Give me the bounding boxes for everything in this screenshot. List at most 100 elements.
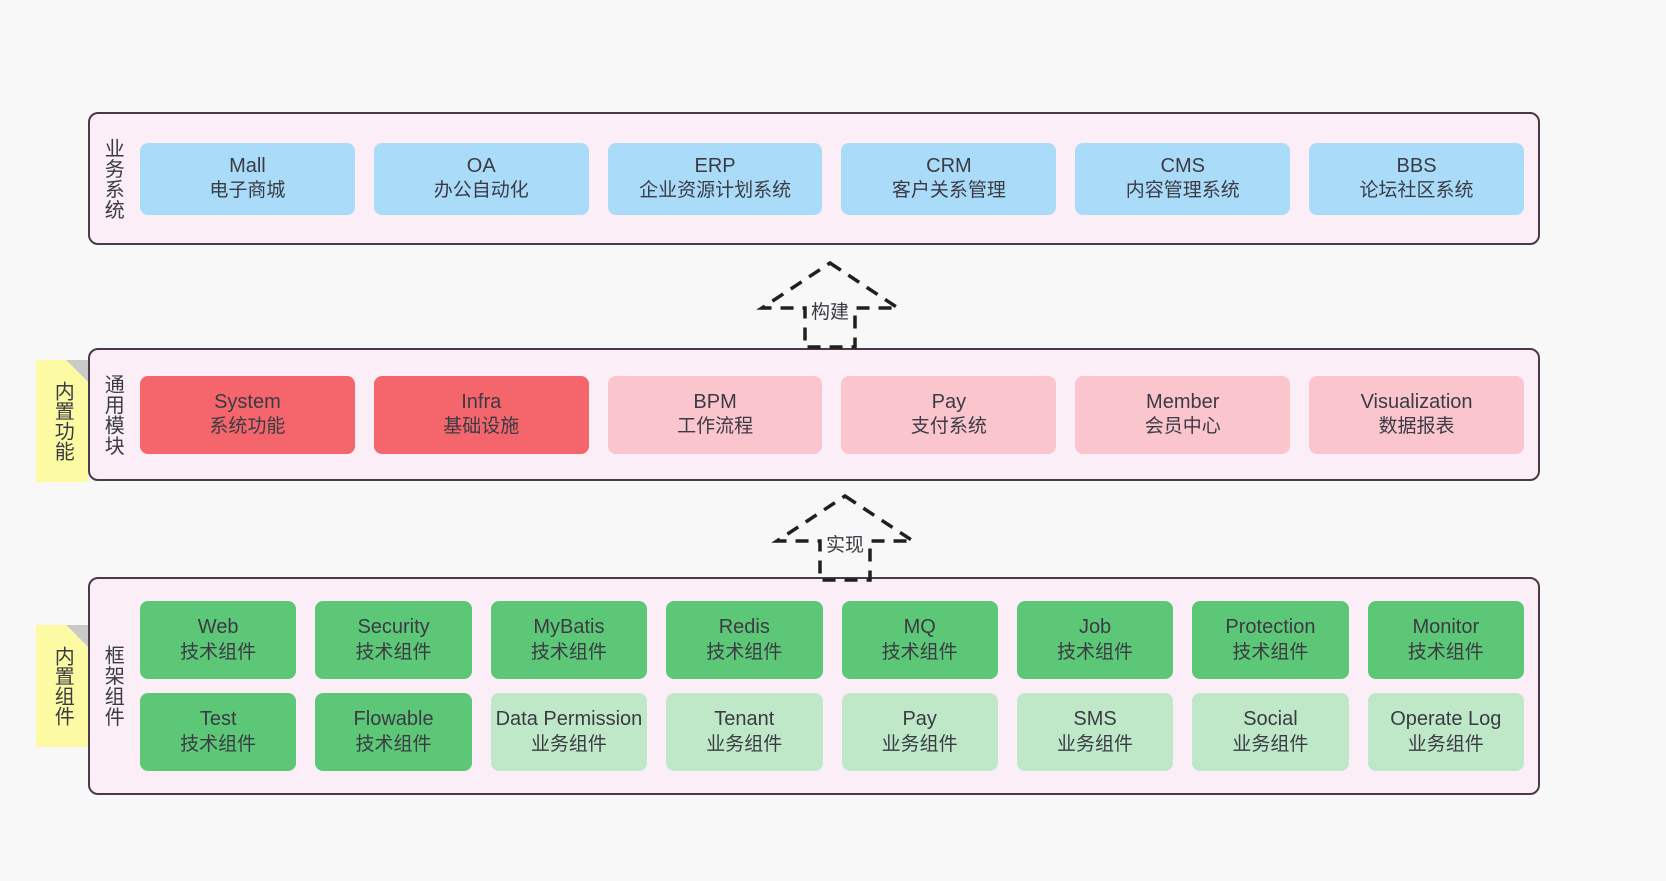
card-bbs[interactable]: BBS 论坛社区系统	[1309, 142, 1524, 215]
layer-common-module: 通用模块 System 系统功能 Infra 基础设施 BPM 工作流程 Pay…	[88, 348, 1540, 481]
card-subtitle: 论坛社区系统	[1359, 180, 1474, 202]
card-subtitle: 技术组件	[1407, 641, 1484, 663]
card-subtitle: 技术组件	[180, 733, 257, 755]
card-mall[interactable]: Mall 电子商城	[140, 142, 355, 215]
card-title: Job	[1078, 616, 1112, 639]
layer-label-business-system: 业务系统	[101, 137, 124, 220]
card-redis[interactable]: Redis 技术组件	[666, 601, 823, 679]
card-row: Mall 电子商城 OA 办公自动化 ERP 企业资源计划系统 CRM 客户关系…	[140, 142, 1524, 215]
card-subtitle: 技术组件	[180, 641, 257, 663]
generalization-arrow-shape	[756, 260, 904, 349]
layer-body-framework-component: Web 技术组件 Security 技术组件 MyBatis 技术组件 Redi…	[134, 579, 1538, 793]
card-subtitle: 技术组件	[355, 733, 432, 755]
card-subtitle: 技术组件	[881, 641, 958, 663]
card-system[interactable]: System 系统功能	[140, 375, 355, 454]
note-fold-icon	[66, 625, 88, 647]
card-title: Test	[199, 708, 237, 731]
card-title: BPM	[693, 390, 737, 413]
connector-implement: 实现	[771, 493, 919, 582]
card-title: CRM	[926, 154, 972, 177]
card-mybatis[interactable]: MyBatis 技术组件	[490, 601, 648, 679]
card-title: Redis	[718, 616, 770, 639]
connector-label: 实现	[825, 535, 865, 556]
connector-label: 构建	[810, 302, 850, 323]
card-title: Member	[1146, 390, 1220, 413]
card-cms[interactable]: CMS 内容管理系统	[1075, 142, 1291, 215]
card-title: Security	[357, 616, 430, 639]
card-title: Infra	[461, 390, 502, 413]
card-subtitle: 办公自动化	[433, 180, 529, 202]
card-data-permission[interactable]: Data Permission 业务组件	[490, 693, 648, 771]
note-label: 内置组件	[51, 646, 74, 726]
layer-body-common-module: System 系统功能 Infra 基础设施 BPM 工作流程 Pay 支付系统…	[134, 350, 1538, 479]
card-row: Test 技术组件 Flowable 技术组件 Data Permission …	[140, 693, 1524, 771]
card-member[interactable]: Member 会员中心	[1075, 375, 1291, 454]
card-tenant[interactable]: Tenant 业务组件	[666, 693, 823, 771]
card-title: Mall	[229, 154, 266, 177]
card-subtitle: 技术组件	[1232, 641, 1309, 663]
card-row: Web 技术组件 Security 技术组件 MyBatis 技术组件 Redi…	[140, 601, 1524, 679]
card-title: Operate Log	[1390, 708, 1502, 731]
card-subtitle: 技术组件	[706, 641, 783, 663]
card-subtitle: 系统功能	[209, 416, 286, 438]
card-flowable[interactable]: Flowable 技术组件	[315, 693, 472, 771]
card-title: Pay	[931, 390, 967, 413]
card-protection[interactable]: Protection 技术组件	[1192, 601, 1349, 679]
note-builtin-component: 内置组件	[36, 625, 88, 747]
card-oa[interactable]: OA 办公自动化	[373, 142, 589, 215]
card-subtitle: 基础设施	[443, 416, 520, 438]
card-monitor[interactable]: Monitor 技术组件	[1367, 601, 1524, 679]
card-subtitle: 电子商城	[209, 180, 286, 202]
card-pay-business[interactable]: Pay 业务组件	[841, 693, 998, 771]
card-subtitle: 业务组件	[1232, 733, 1309, 755]
generalization-arrow-shape	[771, 493, 919, 582]
card-title: MyBatis	[533, 616, 605, 639]
card-pay[interactable]: Pay 支付系统	[841, 375, 1057, 454]
card-infra[interactable]: Infra 基础设施	[373, 375, 589, 454]
card-subtitle: 企业资源计划系统	[639, 180, 792, 202]
note-builtin-function: 内置功能	[36, 360, 88, 482]
layer-body-business-system: Mall 电子商城 OA 办公自动化 ERP 企业资源计划系统 CRM 客户关系…	[134, 114, 1538, 243]
note-label: 内置功能	[51, 381, 74, 461]
card-subtitle: 数据报表	[1378, 416, 1455, 438]
card-subtitle: 会员中心	[1144, 416, 1221, 438]
card-title: OA	[466, 154, 496, 177]
card-subtitle: 技术组件	[355, 641, 432, 663]
card-erp[interactable]: ERP 企业资源计划系统	[607, 142, 823, 215]
card-title: Protection	[1225, 616, 1316, 639]
card-subtitle: 技术组件	[1057, 641, 1134, 663]
layer-business-system: 业务系统 Mall 电子商城 OA 办公自动化 ERP 企业资源计划系统 CRM…	[88, 112, 1540, 245]
card-row: System 系统功能 Infra 基础设施 BPM 工作流程 Pay 支付系统…	[140, 375, 1524, 454]
card-visualization[interactable]: Visualization 数据报表	[1309, 375, 1524, 454]
card-operate-log[interactable]: Operate Log 业务组件	[1367, 693, 1524, 771]
layer-label-common-module: 通用模块	[101, 373, 124, 456]
card-title: System	[214, 390, 281, 413]
card-subtitle: 内容管理系统	[1125, 180, 1240, 202]
card-title: Monitor	[1412, 616, 1480, 639]
card-title: Flowable	[353, 708, 434, 731]
card-bpm[interactable]: BPM 工作流程	[607, 375, 823, 454]
card-web[interactable]: Web 技术组件	[140, 601, 297, 679]
layer-framework-component: 框架组件 Web 技术组件 Security 技术组件 MyBatis 技术组件…	[88, 577, 1540, 795]
card-social[interactable]: Social 业务组件	[1192, 693, 1349, 771]
card-subtitle: 业务组件	[530, 733, 607, 755]
card-crm[interactable]: CRM 客户关系管理	[841, 142, 1057, 215]
card-job[interactable]: Job 技术组件	[1016, 601, 1174, 679]
card-subtitle: 业务组件	[706, 733, 783, 755]
card-mq[interactable]: MQ 技术组件	[841, 601, 998, 679]
card-subtitle: 技术组件	[530, 641, 607, 663]
card-subtitle: 业务组件	[1407, 733, 1484, 755]
card-title: SMS	[1073, 708, 1117, 731]
card-title: CMS	[1160, 154, 1205, 177]
card-sms[interactable]: SMS 业务组件	[1016, 693, 1174, 771]
card-title: Visualization	[1360, 390, 1473, 413]
card-test[interactable]: Test 技术组件	[140, 693, 297, 771]
card-title: ERP	[694, 154, 736, 177]
card-subtitle: 业务组件	[881, 733, 958, 755]
card-title: Tenant	[714, 708, 775, 731]
card-title: Web	[197, 616, 239, 639]
card-subtitle: 业务组件	[1057, 733, 1134, 755]
card-security[interactable]: Security 技术组件	[315, 601, 472, 679]
card-title: Pay	[902, 708, 937, 731]
